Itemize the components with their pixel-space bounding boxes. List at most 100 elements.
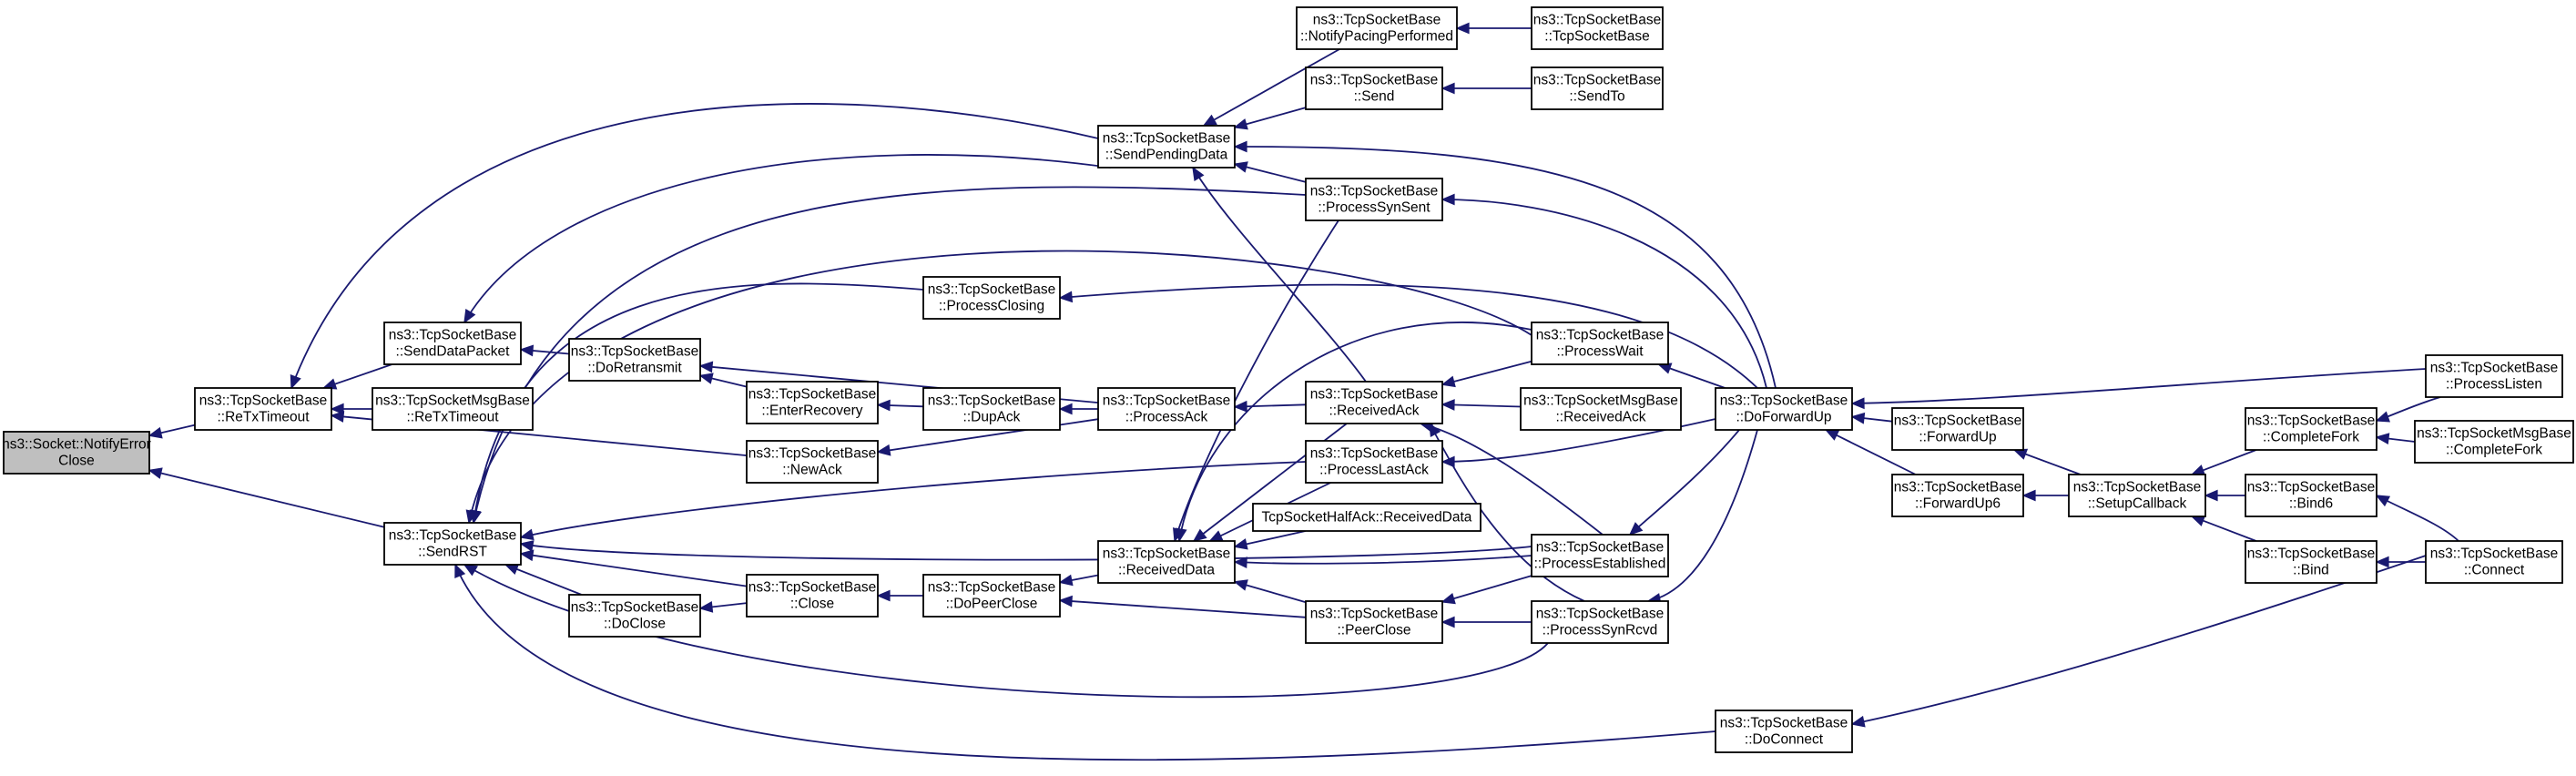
node-enter-recovery[interactable]: ns3::TcpSocketBase::EnterRecovery (746, 381, 879, 424)
node-bind[interactable]: ns3::TcpSocketBase::Bind (2245, 540, 2377, 584)
node-layer: ns3::Socket::NotifyErrorClosens3::TcpSoc… (2, 6, 2574, 753)
node-process-syn-rcvd[interactable]: ns3::TcpSocketBase::ProcessSynRcvd (1531, 600, 1669, 644)
node-label-line: ns3::TcpSocketBase (199, 393, 327, 409)
node-forward-up6[interactable]: ns3::TcpSocketBase::ForwardUp6 (1891, 474, 2024, 517)
node-process-ack[interactable]: ns3::TcpSocketBase::ProcessAck (1097, 387, 1236, 431)
node-setup-callback[interactable]: ns3::TcpSocketBase::SetupCallback (2068, 474, 2206, 517)
node-send-to[interactable]: ns3::TcpSocketBase::SendTo (1531, 66, 1664, 110)
node-label-line: ns3::TcpSocketBase (1310, 446, 1438, 462)
node-notify-pacing[interactable]: ns3::TcpSocketBase::NotifyPacingPerforme… (1296, 6, 1458, 50)
node-box (1305, 381, 1443, 424)
edge-send-data-packet-to-retx-timeout (321, 363, 392, 390)
arrowhead (1192, 528, 1207, 542)
arrowhead (1208, 530, 1224, 542)
edge-line (1174, 220, 1339, 542)
node-do-peer-close[interactable]: ns3::TcpSocketBase::DoPeerClose (922, 574, 1061, 618)
node-process-listen[interactable]: ns3::TcpSocketBase::ProcessListen (2425, 354, 2563, 398)
node-msgbase-complete-fork[interactable]: ns3::TcpSocketMsgBase::CompleteFork (2414, 420, 2574, 464)
arrowhead (504, 564, 520, 575)
edge-send-rst-to-notify-error-close (148, 467, 385, 528)
arrowhead (2012, 448, 2029, 460)
node-label-line: ::DoConnect (1745, 732, 1824, 748)
edge-msgbase-retx-timeout-to-retx-timeout (330, 403, 372, 415)
node-tcp-socket-base-ctor[interactable]: ns3::TcpSocketBase::TcpSocketBase (1531, 6, 1664, 50)
arrowhead (463, 309, 476, 324)
arrowhead (2375, 411, 2390, 423)
node-do-close[interactable]: ns3::TcpSocketBase::DoClose (568, 594, 701, 638)
arrowhead (2021, 489, 2036, 502)
node-do-retransmit[interactable]: ns3::TcpSocketBase::DoRetransmit (568, 338, 701, 382)
node-label-line: ::ForwardUp6 (1915, 496, 2001, 512)
node-process-wait[interactable]: ns3::TcpSocketBase::ProcessWait (1531, 322, 1669, 365)
edge-do-retransmit-to-send-data-packet (519, 344, 570, 357)
arrowhead (519, 549, 535, 562)
node-received-data[interactable]: ns3::TcpSocketBase::ReceivedData (1097, 540, 1236, 584)
node-label-line: ::SendDataPacket (396, 344, 511, 360)
node-label-line: ns3::TcpSocketBase (571, 344, 698, 360)
edge-line (1441, 575, 1532, 603)
arrowhead (1441, 399, 1455, 411)
node-send[interactable]: ns3::TcpSocketBase::Send (1305, 66, 1443, 110)
edge-do-close-to-send-rst (504, 564, 583, 596)
node-label-line: ::DoForwardUp (1736, 410, 1831, 425)
edge-process-wait-to-send-rst (465, 250, 1532, 525)
node-label-line: ns3::TcpSocketBase (1310, 184, 1438, 199)
edge-dup-ack-to-enter-recovery (876, 399, 924, 412)
node-dup-ack[interactable]: ns3::TcpSocketBase::DupAck (922, 387, 1061, 431)
node-new-ack[interactable]: ns3::TcpSocketBase::NewAck (746, 440, 879, 484)
edge-tcp-socket-base-ctor-to-notify-pacing (1455, 22, 1532, 35)
node-half-ack-received-data[interactable]: TcpSocketHalfAck::ReceivedData (1252, 503, 1481, 532)
edge-line (520, 543, 1532, 561)
arrowhead (1455, 22, 1470, 35)
node-process-established[interactable]: ns3::TcpSocketBase::ProcessEstablished (1531, 534, 1669, 577)
node-retx-timeout[interactable]: ns3::TcpSocketBase::ReTxTimeout (194, 387, 332, 431)
node-box (746, 440, 879, 484)
arrowhead (465, 509, 478, 525)
node-do-forward-up[interactable]: ns3::TcpSocketBase::DoForwardUp (1715, 387, 1853, 431)
arrowhead (1233, 538, 1248, 550)
node-label-line: ns3::TcpSocketBase (928, 282, 1055, 298)
node-do-connect[interactable]: ns3::TcpSocketBase::DoConnect (1715, 710, 1853, 753)
node-close[interactable]: ns3::TcpSocketBase::Close (746, 574, 879, 618)
node-send-pending-data[interactable]: ns3::TcpSocketBase::SendPendingData (1097, 125, 1236, 168)
node-process-last-ack[interactable]: ns3::TcpSocketBase::ProcessLastAck (1305, 440, 1443, 484)
node-box (2245, 474, 2377, 517)
node-label-line: ns3::TcpSocketBase (1103, 393, 1230, 409)
node-send-data-packet[interactable]: ns3::TcpSocketBase::SendDataPacket (383, 322, 522, 365)
node-box (372, 387, 534, 431)
arrowhead (698, 601, 714, 613)
node-msgbase-retx-timeout[interactable]: ns3::TcpSocketMsgBase::ReTxTimeout (372, 387, 534, 431)
arrowhead (330, 411, 345, 423)
node-label-line: ::CompleteFork (2263, 430, 2359, 445)
node-msgbase-received-ack[interactable]: ns3::TcpSocketMsgBase::ReceivedAck (1520, 387, 1682, 431)
arrowhead (330, 403, 344, 415)
arrowhead (1441, 616, 1455, 628)
node-peer-close[interactable]: ns3::TcpSocketBase::PeerClose (1305, 600, 1443, 644)
node-label-line: ns3::TcpSocketMsgBase (375, 393, 530, 409)
node-forward-up[interactable]: ns3::TcpSocketBase::ForwardUp (1891, 407, 2024, 451)
arrowhead (1233, 161, 1248, 173)
node-process-closing[interactable]: ns3::TcpSocketBase::ProcessClosing (922, 276, 1061, 320)
arrowhead (698, 361, 714, 373)
arrowhead (1441, 592, 1456, 605)
node-box (1531, 534, 1669, 577)
arrowhead (1441, 375, 1456, 388)
node-process-syn-sent[interactable]: ns3::TcpSocketBase::ProcessSynSent (1305, 178, 1443, 221)
node-label-line: ns3::TcpSocketBase (2430, 546, 2558, 562)
node-label-line: TcpSocketHalfAck::ReceivedData (1262, 510, 1472, 526)
node-bind6[interactable]: ns3::TcpSocketBase::Bind6 (2245, 474, 2377, 517)
node-label-line: ns3::TcpSocketBase (2247, 546, 2375, 562)
node-send-rst[interactable]: ns3::TcpSocketBase::SendRST (383, 522, 522, 566)
edge-retx-timeout-to-notify-error-close (148, 424, 196, 439)
edge-received-ack-to-process-ack (1233, 400, 1307, 413)
node-label-line: ::EnterRecovery (761, 403, 862, 419)
node-box (922, 387, 1061, 431)
edge-line (520, 461, 1307, 538)
edge-half-ack-received-data-to-received-data (1233, 530, 1306, 550)
node-connect[interactable]: ns3::TcpSocketBase::Connect (2425, 540, 2563, 584)
arrowhead (1850, 715, 1866, 728)
node-received-ack[interactable]: ns3::TcpSocketBase::ReceivedAck (1305, 381, 1443, 424)
node-box (2414, 420, 2574, 464)
node-complete-fork[interactable]: ns3::TcpSocketBase::CompleteFork (2245, 407, 2377, 451)
node-label-line: ns3::TcpSocketBase (1536, 607, 1664, 622)
